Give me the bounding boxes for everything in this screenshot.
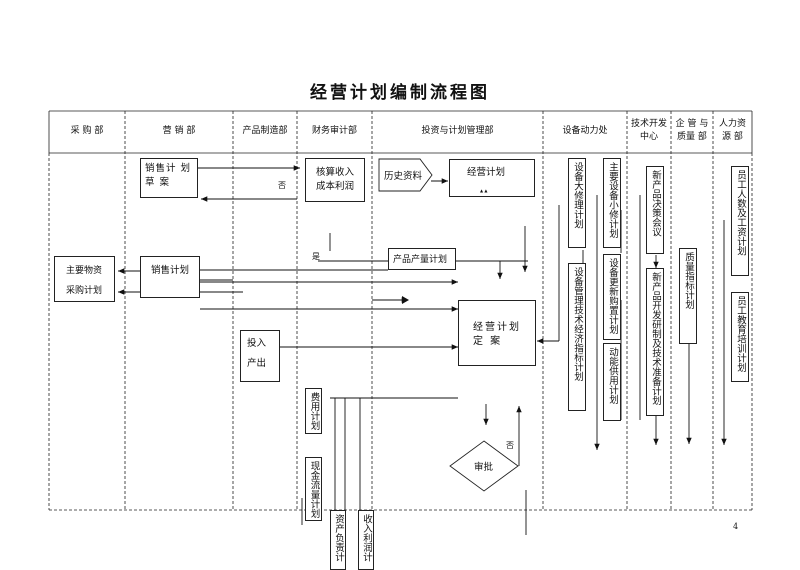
input-output-box: 投入 产出 [240,330,280,382]
approve-diamond [449,440,519,492]
staff-wage-plan-box: 员工人数及工资计划 [731,166,749,276]
expense-plan-box: 费用计划 [305,388,322,434]
column-header-purchasing: 采 购 部 [70,125,104,136]
output-plan-box: 产品产量计划 [388,248,456,270]
purchase-plan-box: 主要物资 采购计划 [54,256,115,302]
column-header-investment: 投资与计划管理部 [421,125,494,136]
column-header-manufacturing: 产品制造部 [242,125,288,136]
history-data-shape [378,158,433,192]
column-header-tech: 技术开发 中心 [630,119,667,142]
history-data-label: 历史资料 [384,171,423,182]
new-product-dev-plan-box: 新产品开发研制及技术准备计划 [646,268,664,416]
no-label-1: 否 [278,181,286,190]
column-header-hr: 人力资 源 部 [718,119,746,142]
column-header-equipment: 设备动力处 [562,125,608,136]
no-label-2: 否 [506,441,514,450]
minor-repair-plan-box: 主要设备小修计划 [603,158,621,248]
renewal-plan-box: 设备更新购置计划 [603,254,621,340]
tech-econ-plan-box: 设备管理技术经济指标计划 [568,263,586,411]
cost-income-box: 核算收入 成本利润 [305,158,365,202]
balance-plan-box: 资产负责计 [330,510,346,570]
quality-plan-box: 质量指标计划 [679,248,697,344]
sales-plan-box: 销售计划 [140,256,200,298]
business-plan-box: 经营计划 ▲ ▲ [449,159,535,197]
column-header-sales: 营 销 部 [162,125,196,136]
page-number: 4 [733,522,739,531]
new-product-meeting-box: 新产品决策会议 [646,166,664,254]
column-header-quality: 企 管 与 质量 部 [675,119,709,142]
column-header-finance: 财务审计部 [311,125,357,136]
staff-training-plan-box: 员工教育培训计划 [731,292,749,382]
sales-draft-box: 销售计 划 草 案 [140,158,198,198]
final-plan-box: 经营计划 定 案 [458,300,536,366]
approve-label: 审批 [474,462,494,473]
business-plan-mark: ▲ ▲ [480,188,488,193]
yes-label: 是 [312,252,320,261]
income-plan-box: 收入利润计 [358,510,374,570]
business-plan-label: 经营计划 [467,167,506,178]
overhaul-plan-box: 设备大修理计划 [568,158,586,248]
page-title: 经营计划编制流程图 [310,83,490,103]
cashflow-plan-box: 现金流量计划 [305,457,322,521]
energy-plan-box: 动能供用计划 [603,343,621,421]
